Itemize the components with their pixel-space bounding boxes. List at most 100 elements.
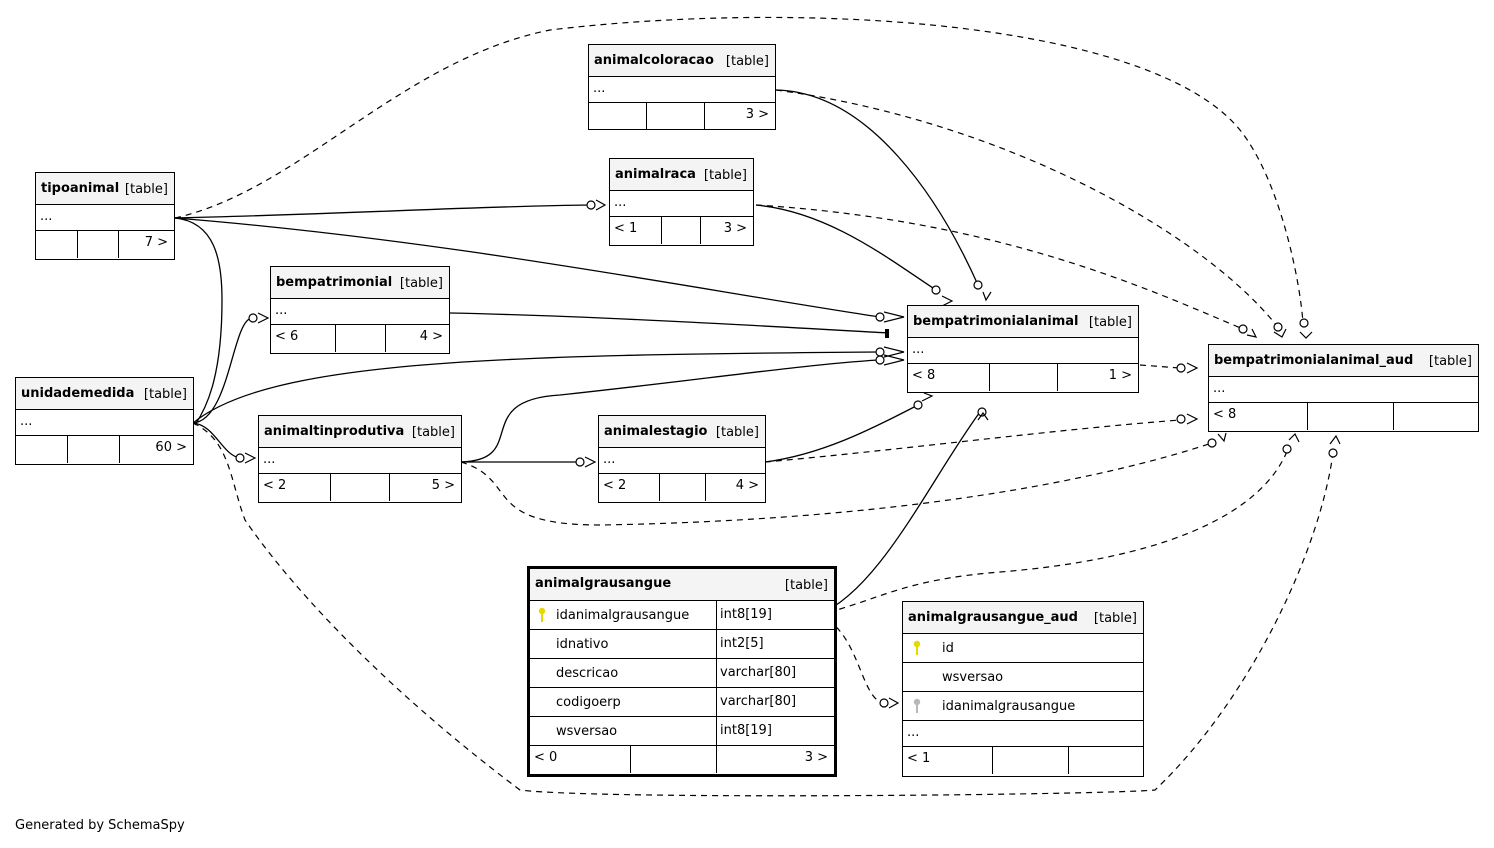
edge-end-circle [1176, 414, 1186, 424]
children-count[interactable]: 7 > [144, 235, 168, 250]
children-count[interactable]: 4 > [419, 329, 443, 344]
column-name: idanimalgrausangue [556, 608, 690, 623]
row-count [336, 325, 386, 352]
table-animalraca[interactable]: animalraca [table] ... < 1 3 > [609, 158, 754, 246]
parents-count: < 0 [530, 746, 631, 773]
parents-count[interactable]: < 8 [908, 364, 990, 391]
table-footer: < 8 1 > [908, 364, 1138, 391]
children-count[interactable]: 5 > [431, 478, 455, 493]
column-row[interactable]: wsversao [903, 663, 1143, 692]
table-footer: < 8 [1209, 403, 1478, 430]
table-type-label: [table] [784, 578, 828, 593]
table-header: animalestagio [table] [599, 416, 765, 448]
table-animalcoloracao[interactable]: animalcoloracao [table] ... 3 > [588, 44, 776, 130]
edge-end-circle [875, 355, 885, 365]
column-row[interactable]: codigoerp varchar[80] [530, 688, 834, 717]
table-animalgrausangue-aud[interactable]: animalgrausangue_aud [table] id wsversao… [902, 601, 1144, 777]
table-type-label: [table] [411, 425, 455, 440]
column-name: id [942, 641, 954, 656]
row-count [68, 436, 120, 463]
edge-end-circle [248, 313, 258, 323]
parents-count[interactable]: < 1 [903, 747, 993, 774]
table-footer: 60 > [16, 436, 193, 463]
table-animalestagio[interactable]: animalestagio [table] ... < 2 4 > [598, 415, 766, 503]
table-type-label: [table] [703, 168, 747, 183]
table-name: tipoanimal [41, 181, 120, 196]
table-animalgrausangue[interactable]: animalgrausangue [table] idanimalgrausan… [527, 566, 837, 777]
columns-collapsed: ... [16, 410, 193, 436]
table-footer: 7 > [36, 231, 174, 258]
children-count [1394, 403, 1478, 430]
table-bempatrimonialanimal[interactable]: bempatrimonialanimal [table] ... < 8 1 > [907, 305, 1139, 393]
table-header: bempatrimonialanimal [table] [908, 306, 1138, 338]
column-row[interactable]: idnativo int2[5] [530, 630, 834, 659]
parents-count[interactable] [589, 103, 647, 130]
children-count[interactable]: 4 > [735, 478, 759, 493]
edge-end-circle [875, 312, 885, 322]
table-unidademedida[interactable]: unidademedida [table] ... 60 > [15, 377, 194, 465]
edge-end-bar [885, 329, 889, 338]
parents-count[interactable]: < 2 [259, 474, 331, 501]
column-name: wsversao [942, 670, 1004, 685]
edge-unidademedida-bempatrimonialanimal [192, 351, 879, 424]
column-row[interactable]: id [903, 634, 1143, 663]
table-footer: 3 > [589, 103, 775, 130]
edge-unidademedida-animaltinprodutiva [192, 422, 241, 459]
table-header: unidademedida [table] [16, 378, 193, 410]
children-count[interactable]: 1 > [1108, 368, 1132, 383]
column-name: wsversao [556, 724, 618, 739]
edge-end-circle [1207, 438, 1217, 448]
parents-count[interactable]: < 8 [1209, 403, 1308, 430]
table-name: animalcoloracao [594, 53, 714, 68]
edge-end-circle [913, 400, 923, 410]
table-header: bempatrimonial [table] [271, 267, 449, 299]
parents-count[interactable]: < 2 [599, 474, 660, 501]
table-header: animaltinprodutiva [table] [259, 416, 461, 448]
columns-collapsed: ... [903, 721, 1143, 747]
column-row[interactable]: idanimalgrausangue [903, 692, 1143, 721]
table-type-label: [table] [715, 425, 759, 440]
table-header: animalgrausangue [table] [530, 569, 834, 601]
edge-unidademedida-aud [192, 422, 1334, 797]
table-bempatrimonialanimal-aud[interactable]: bempatrimonialanimal_aud [table] ... < 8 [1208, 344, 1479, 432]
parents-count[interactable]: < 1 [610, 217, 662, 244]
children-count[interactable]: 3 > [804, 750, 828, 765]
columns-collapsed: ... [1209, 377, 1478, 403]
row-count [990, 364, 1058, 391]
edge-end-circle [875, 347, 885, 357]
table-name: animalestagio [604, 424, 708, 439]
column-row[interactable]: wsversao int8[19] [530, 717, 834, 746]
column-name: codigoerp [556, 695, 621, 710]
edge-animalestagio-aud [764, 419, 1181, 463]
children-count[interactable]: 3 > [723, 221, 747, 236]
edge-animalcoloracao-bempatrimonialanimal [775, 89, 979, 286]
table-animaltinprodutiva[interactable]: animaltinprodutiva [table] ... < 2 5 > [258, 415, 462, 503]
table-tipoanimal[interactable]: tipoanimal [table] ... 7 > [35, 172, 175, 260]
table-type-label: [table] [143, 387, 187, 402]
table-bempatrimonial[interactable]: bempatrimonial [table] ... < 6 4 > [270, 266, 450, 354]
column-type: varchar[80] [720, 694, 797, 709]
parents-count[interactable]: < 6 [271, 325, 336, 352]
edge-animalgrausangue-bempatrimonialanimal [817, 411, 981, 616]
parents-count[interactable] [36, 231, 78, 258]
table-footer: < 1 [903, 747, 1143, 774]
children-count[interactable]: 3 > [745, 107, 769, 122]
table-footer: < 1 3 > [610, 217, 753, 244]
edge-end-circle [879, 698, 889, 708]
row-count [1308, 403, 1394, 430]
columns-collapsed: ... [271, 299, 449, 325]
edge-animalgrausangue-aud [817, 448, 1289, 616]
column-row[interactable]: descricao varchar[80] [530, 659, 834, 688]
table-footer: < 0 3 > [530, 746, 834, 773]
edge-animalcoloracao-aud [775, 89, 1278, 327]
children-count[interactable]: 60 > [155, 440, 187, 455]
edge-tipoanimal-bempatrimonialanimal [174, 217, 881, 318]
edge-bempatrimonial-bempatrimonialanimal [449, 312, 889, 334]
parents-count[interactable] [16, 436, 68, 463]
table-name: animalgrausangue [535, 576, 672, 591]
edge-end-circle [1328, 448, 1338, 458]
generated-by-label: Generated by SchemaSpy [15, 818, 185, 833]
columns-collapsed: ... [36, 205, 174, 231]
column-row[interactable]: idanimalgrausangue int8[19] [530, 601, 834, 630]
